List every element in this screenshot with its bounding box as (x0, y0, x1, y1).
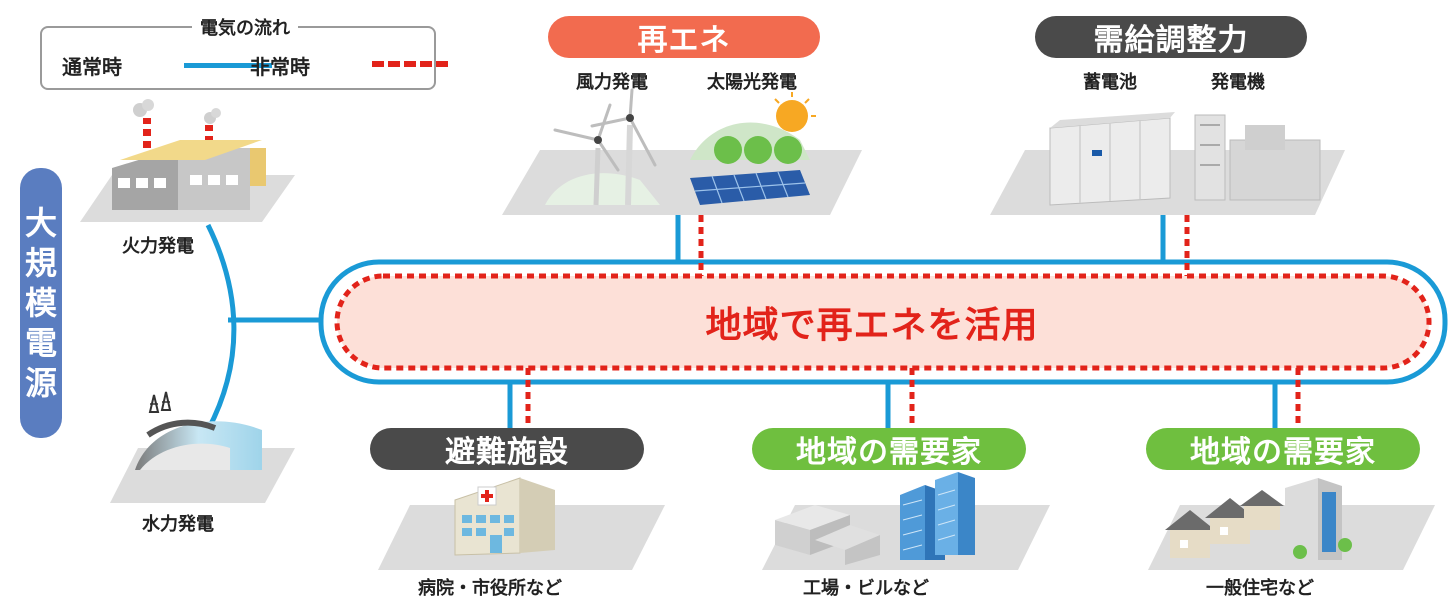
title-char: 規 (24, 244, 57, 282)
generator-icon (1194, 114, 1321, 201)
shelter-caption: 病院・市役所など (418, 578, 562, 599)
demand-factory-caption: 工場・ビルなど (803, 578, 929, 599)
renewable-pill: 再エネ (548, 16, 820, 58)
hub-label: 地域で再エネを活用 (705, 305, 1039, 346)
battery-label: 蓄電池 (1083, 72, 1137, 93)
legend-title: 電気の流れ (192, 14, 298, 40)
demand-factory-pill: 地域の需要家 (752, 428, 1026, 470)
apartment-icon (1285, 478, 1352, 560)
wind-power-label: 風力発電 (576, 72, 648, 93)
legend-emergency-line (372, 61, 448, 67)
large-scale-power-title: 大 規 模 電 源 (20, 168, 62, 438)
factory-icon (775, 505, 880, 565)
demand-house-pill: 地域の需要家 (1146, 428, 1420, 470)
battery-icon (1049, 112, 1175, 206)
title-char: 源 (24, 364, 57, 402)
title-char: 大 (24, 204, 57, 242)
legend-emergency-label: 非常時 (250, 55, 310, 79)
hydro-power-label: 水力発電 (142, 514, 214, 535)
demand-house-title: 地域の需要家 (1190, 435, 1376, 470)
title-char: 模 (24, 284, 57, 322)
generator-label: 発電機 (1211, 72, 1265, 93)
legend-normal-line (184, 63, 272, 68)
shelter-title: 避難施設 (445, 435, 569, 470)
demand-factory-title: 地域の需要家 (796, 435, 982, 470)
shelter-pill: 避難施設 (370, 428, 644, 470)
title-char: 電 (24, 324, 57, 362)
normal-lines (205, 215, 1448, 432)
legend-normal-label: 通常時 (62, 55, 122, 79)
emergency-lines (334, 215, 1432, 430)
houses-icon (1165, 490, 1284, 558)
wind-turbine-icon (545, 88, 660, 206)
adjustment-title: 需給調整力 (1093, 23, 1249, 58)
demand-house-caption: 一般住宅など (1206, 578, 1314, 599)
renewable-title: 再エネ (637, 23, 731, 58)
hospital-icon (454, 477, 555, 556)
legend-box: 電気の流れ 通常時 非常時 (40, 14, 448, 90)
thermal-power-label: 火力発電 (122, 236, 194, 257)
office-buildings-icon (900, 472, 975, 560)
solar-panel-icon (690, 92, 816, 205)
thermal-plant-icon (112, 99, 266, 210)
hydro-plant-icon (135, 391, 262, 470)
solar-power-label: 太陽光発電 (707, 72, 797, 93)
adjustment-pill: 需給調整力 (1035, 16, 1307, 58)
